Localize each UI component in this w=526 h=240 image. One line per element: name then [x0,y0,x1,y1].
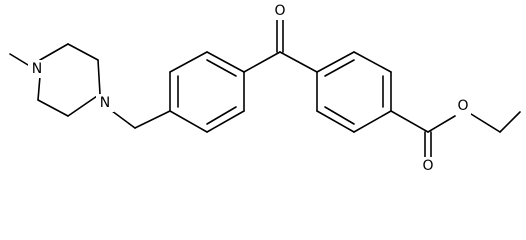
bond-ring1-2 [169,51,208,73]
bond-ring1-5 [206,110,245,133]
bond-ring2-2 [353,51,392,73]
bond-ring1-inner-2 [206,59,237,77]
bond-pip-2 [67,43,99,61]
bond-ring1-carbonyl [243,51,281,73]
bond-pip-5 [37,99,69,117]
chemical-structure-diagram: N N O O O [9,2,521,175]
atom-o-ketone: O [274,3,285,19]
bond-pip-6 [37,75,41,101]
bond-pip-3 [97,59,101,95]
atom-o-ester-double: O [422,158,433,174]
bond-ester-c-o [427,115,456,133]
bond-o-ch2 [470,113,501,133]
bond-ring2-ester-c [390,110,429,133]
bond-ch2-ch3 [499,111,521,133]
bond-ch2-ring [134,110,171,129]
bond-ring2-inner-3 [324,106,355,125]
bond-ring1-inner-3 [206,106,237,125]
bond-carbonyl-ring2 [279,51,318,73]
bond-pip-4 [67,93,101,117]
bond-ring1-6 [169,110,208,133]
bond-ring2-4 [353,110,392,133]
bond-ring1-3 [206,51,245,73]
atom-o-ester-single: O [457,98,468,114]
bond-ring2-5 [316,110,355,133]
bond-ring2-1 [316,51,355,73]
atom-n-benzyl: N [100,95,110,111]
bond-pip-1 [39,43,69,61]
bond-ring2-inner-1 [324,59,355,77]
atom-n-methyl: N [32,61,42,77]
